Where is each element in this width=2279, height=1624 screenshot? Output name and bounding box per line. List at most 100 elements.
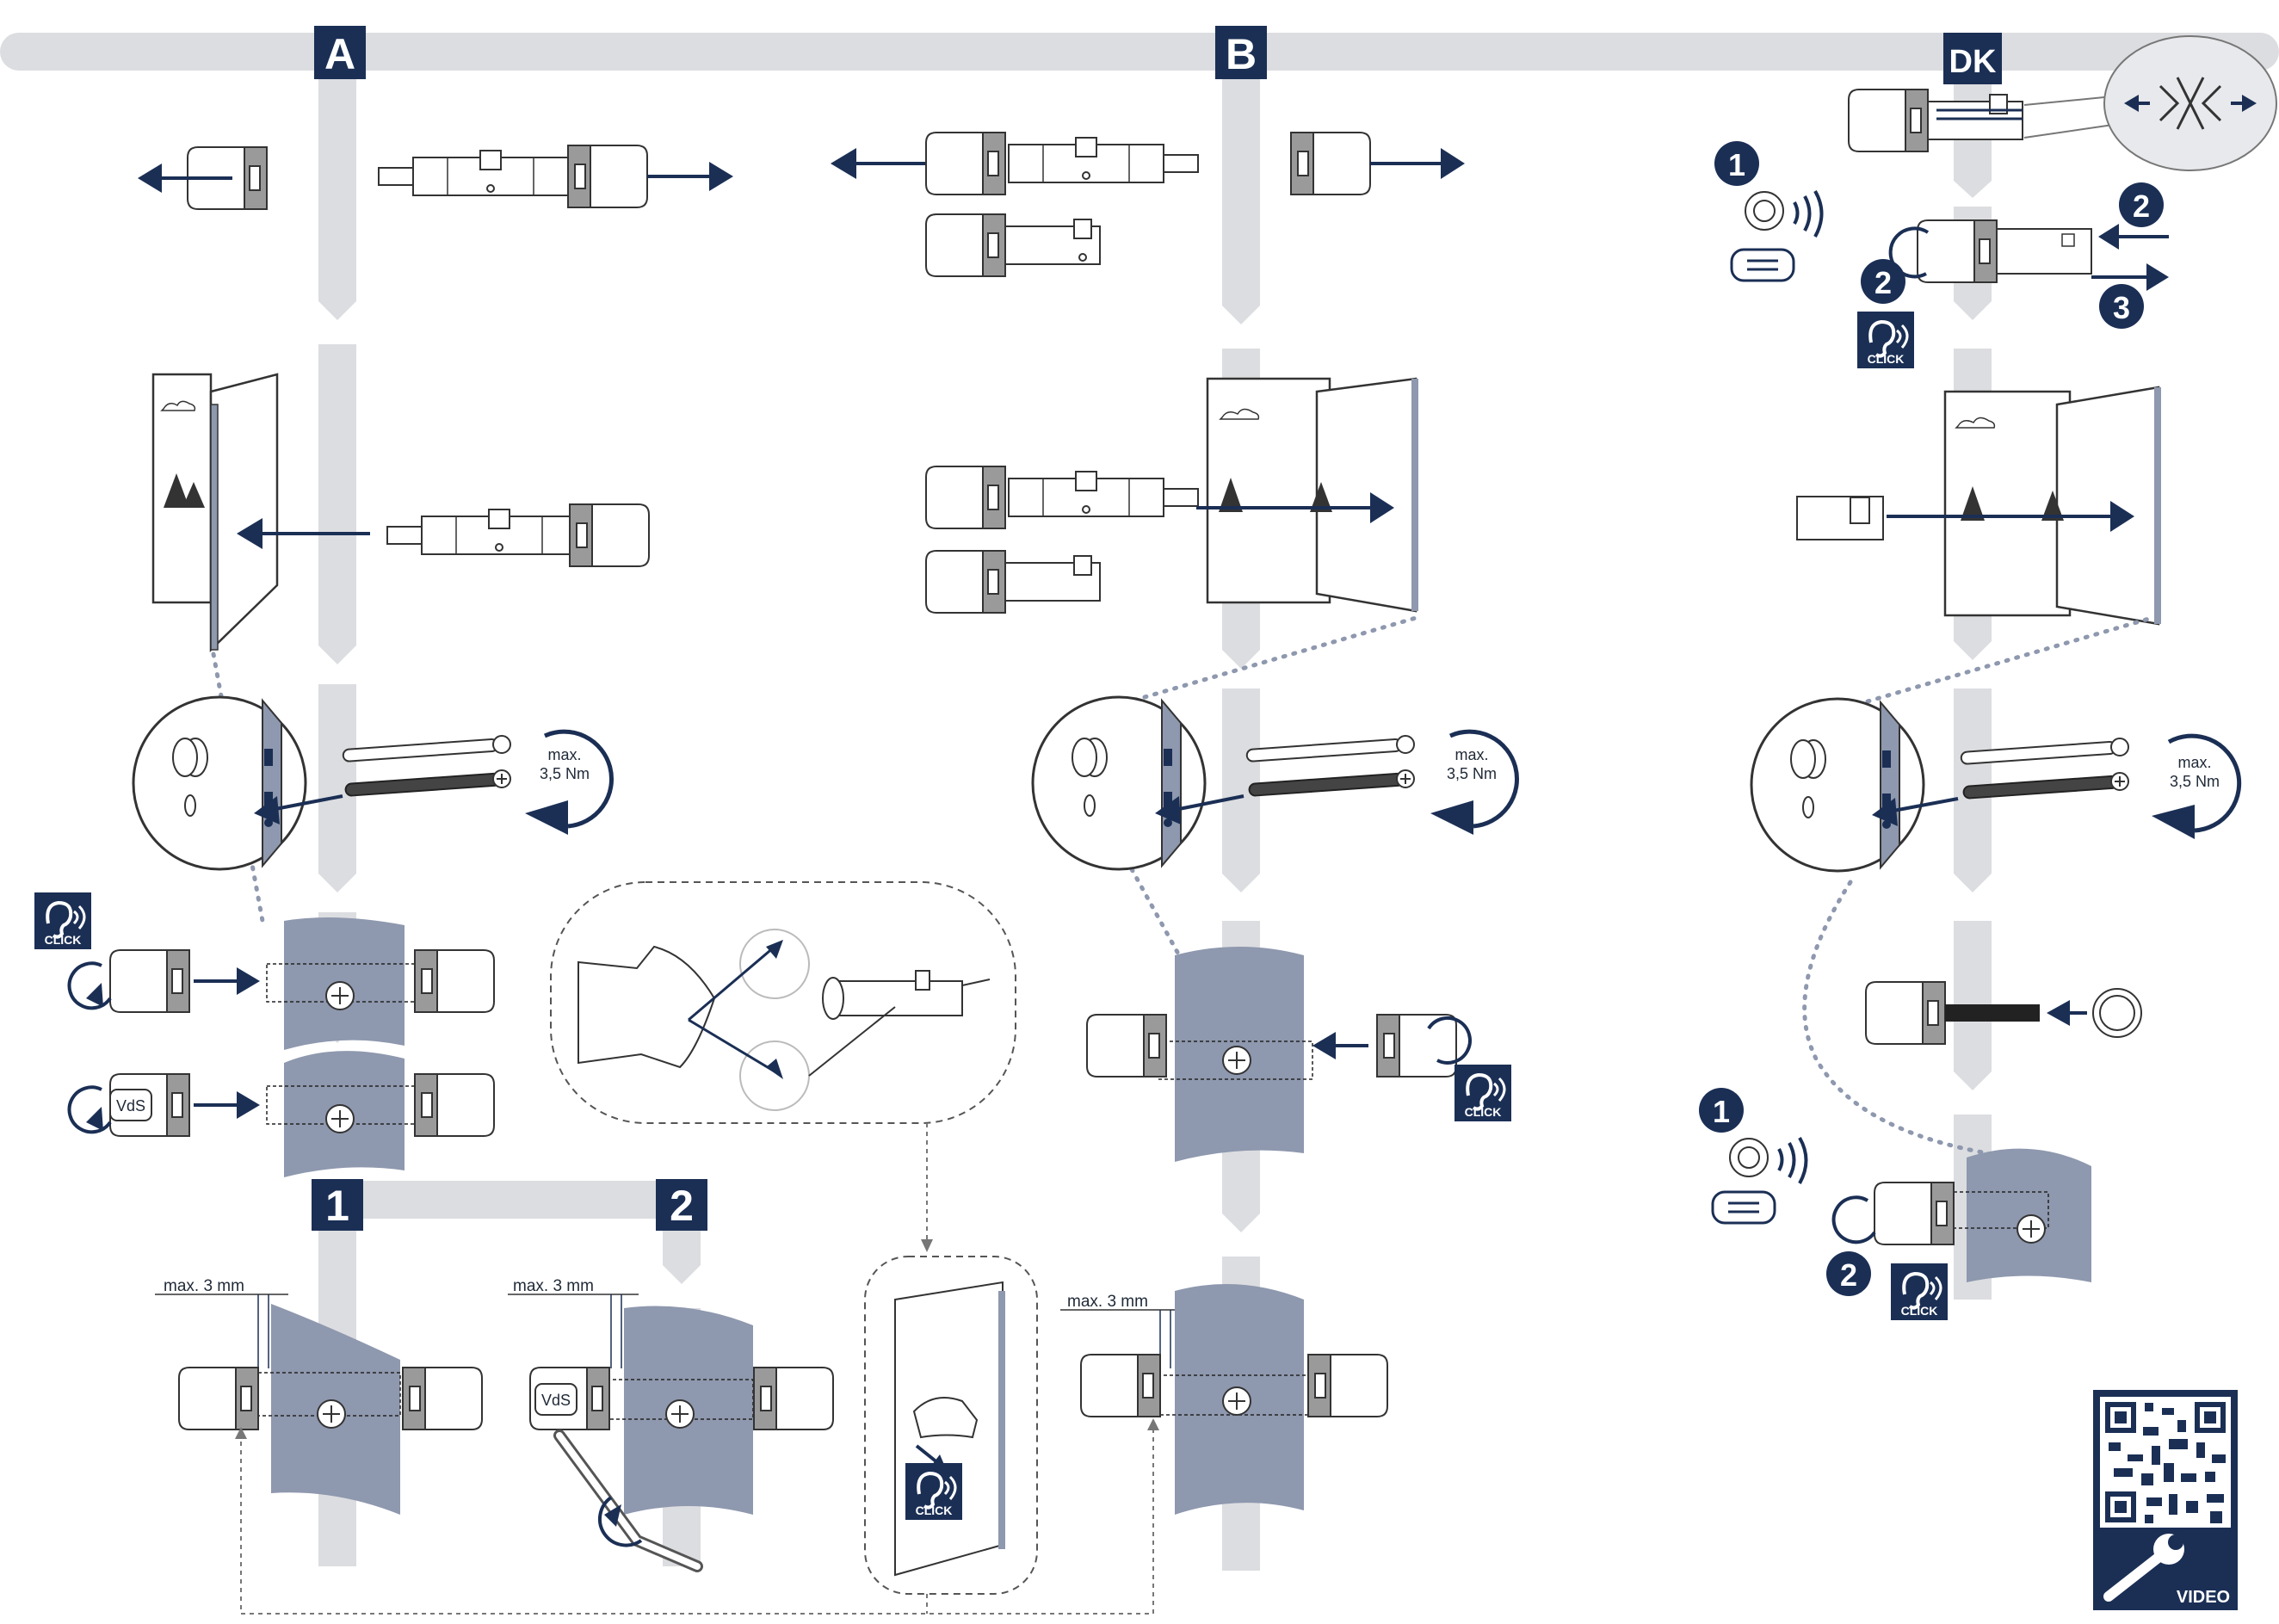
arrow-right-a1: [647, 162, 733, 191]
arrow-left-a1: [138, 164, 232, 193]
click-badge-door: CLICK: [904, 1461, 964, 1522]
a2-door-plate: [606, 1306, 754, 1515]
a1-knob-right: [402, 1367, 483, 1430]
dk-arrow-reader: [2047, 1000, 2087, 1026]
b-torque: max. 3,5 Nm: [1430, 729, 1519, 835]
detail-bubble-door: [864, 1256, 1038, 1595]
dk-knob-plain: [1865, 981, 2040, 1045]
wrench-icon: [2103, 1534, 2184, 1602]
a2-knob-right: [753, 1367, 834, 1430]
a-knob-insert: [569, 503, 650, 567]
a2-gap-label: max. 3 mm: [508, 1277, 639, 1368]
svg-text:2: 2: [1840, 1257, 1857, 1293]
b-knob-insert-short: [925, 550, 1101, 614]
b2-knob-right: [1307, 1354, 1388, 1417]
b-click-badge: CLICK: [1453, 1063, 1513, 1123]
b-door: [1206, 377, 1418, 613]
qr-code: [2105, 1402, 2226, 1523]
rotate-icon-b: [1427, 1016, 1472, 1065]
svg-text:CLICK: CLICK: [45, 933, 82, 947]
dk-step-2-top: 2: [2119, 182, 2164, 227]
b-knob-removed: [1290, 132, 1371, 195]
dk-knob-final: [1874, 1182, 1955, 1245]
a-cylinder: [378, 150, 569, 196]
vds-badge-a2: VdS: [534, 1383, 577, 1416]
svg-text:max.: max.: [2177, 754, 2211, 771]
svg-text:max.: max.: [547, 746, 581, 763]
svg-text:VdS: VdS: [541, 1392, 571, 1409]
sub-step-1: 1: [312, 1179, 363, 1231]
b2-door-plate: [1157, 1284, 1313, 1515]
dk-door: [1943, 386, 2161, 626]
a-knob-1-right: [414, 949, 495, 1013]
dk-door-plate: [1953, 1148, 2091, 1282]
svg-text:CLICK: CLICK: [916, 1504, 953, 1517]
svg-text:2: 2: [670, 1182, 694, 1230]
dk-knob-top: [1848, 89, 2023, 152]
svg-text:max.: max.: [1454, 746, 1488, 763]
b-knob-cylinder: [925, 132, 1199, 195]
a-door-plate-2: [266, 1051, 416, 1177]
rotate-icon-a1: [67, 961, 112, 1010]
bottom-connector: [240, 1424, 1154, 1615]
arrow-insert-a: [237, 518, 370, 549]
b2-knob-left: [1080, 1354, 1161, 1417]
svg-text:1: 1: [1713, 1094, 1730, 1129]
arrow-mount-a1: [194, 967, 260, 995]
b-door-plate: [1157, 947, 1313, 1162]
dk-reader-icon-bottom: [1711, 1137, 1808, 1225]
dk-arrow-insert: [1887, 501, 2134, 532]
svg-text:VdS: VdS: [116, 1097, 145, 1115]
b-knob-short: [925, 213, 1101, 277]
dk-reader-disc: [2092, 988, 2142, 1038]
b-arrow-left: [831, 148, 925, 179]
svg-text:CLICK: CLICK: [1901, 1304, 1938, 1318]
dk-arrow-in: [2098, 224, 2169, 250]
svg-text:DK: DK: [1949, 44, 1997, 80]
dk-step-3: 3: [2099, 284, 2144, 329]
a-torque: max. 3,5 Nm: [525, 729, 614, 835]
svg-text:3,5 Nm: 3,5 Nm: [2170, 773, 2220, 790]
svg-text:CLICK: CLICK: [1868, 352, 1905, 366]
arrow-mount-a2: [194, 1091, 260, 1119]
svg-text:1: 1: [325, 1182, 349, 1230]
section-label-a: A: [314, 26, 366, 79]
arrow-screw-dk: [1872, 797, 1959, 826]
svg-text:B: B: [1226, 30, 1257, 78]
arrow-screw-b: [1155, 794, 1244, 824]
svg-text:2: 2: [1874, 265, 1892, 300]
svg-text:max. 3 mm: max. 3 mm: [1067, 1293, 1148, 1311]
vds-badge-a: VdS: [109, 1089, 152, 1121]
dk-knob-mid: [1917, 219, 2092, 283]
a-screws: [342, 735, 511, 797]
dk-step-2-bottom: 2: [1826, 1251, 1871, 1296]
dk-click-badge-top: CLICK: [1856, 310, 1916, 370]
svg-text:max. 3 mm: max. 3 mm: [513, 1277, 594, 1295]
dk-detail-oval: [2023, 35, 2277, 171]
b-knob-right: [1376, 1014, 1457, 1078]
a-cylinder-insert: [386, 509, 577, 555]
svg-text:2: 2: [2133, 188, 2150, 224]
dk-zoom-circle: [1750, 697, 1925, 873]
b-cylinder-insert: [925, 466, 1199, 529]
a1-gap-label: max. 3 mm: [155, 1277, 288, 1368]
sub-step-2: 2: [656, 1179, 707, 1231]
qr-video-block[interactable]: VIDEO: [2093, 1390, 2238, 1610]
svg-text:3,5 Nm: 3,5 Nm: [1447, 765, 1497, 782]
dk-step-1: 1: [1714, 141, 1759, 186]
dk-cylinder-insert: [1796, 496, 1884, 540]
dk-step-1-bottom: 1: [1699, 1088, 1744, 1133]
a1-knob-left: [178, 1367, 259, 1430]
dk-click-badge-bottom: CLICK: [1889, 1262, 1949, 1322]
b-zoom-circle: [1031, 695, 1207, 871]
svg-text:3: 3: [2113, 290, 2130, 325]
svg-text:CLICK: CLICK: [1465, 1105, 1502, 1119]
arrow-screw-a: [254, 794, 343, 824]
svg-text:max. 3 mm: max. 3 mm: [164, 1277, 244, 1295]
b-screws: [1245, 735, 1415, 797]
b-knob-left: [1086, 1014, 1167, 1078]
a-knob-2-right: [414, 1073, 495, 1137]
a-knob-right: [567, 145, 648, 208]
a1-door-plate: [257, 1304, 401, 1515]
b-arrow-insert: [1196, 492, 1394, 523]
